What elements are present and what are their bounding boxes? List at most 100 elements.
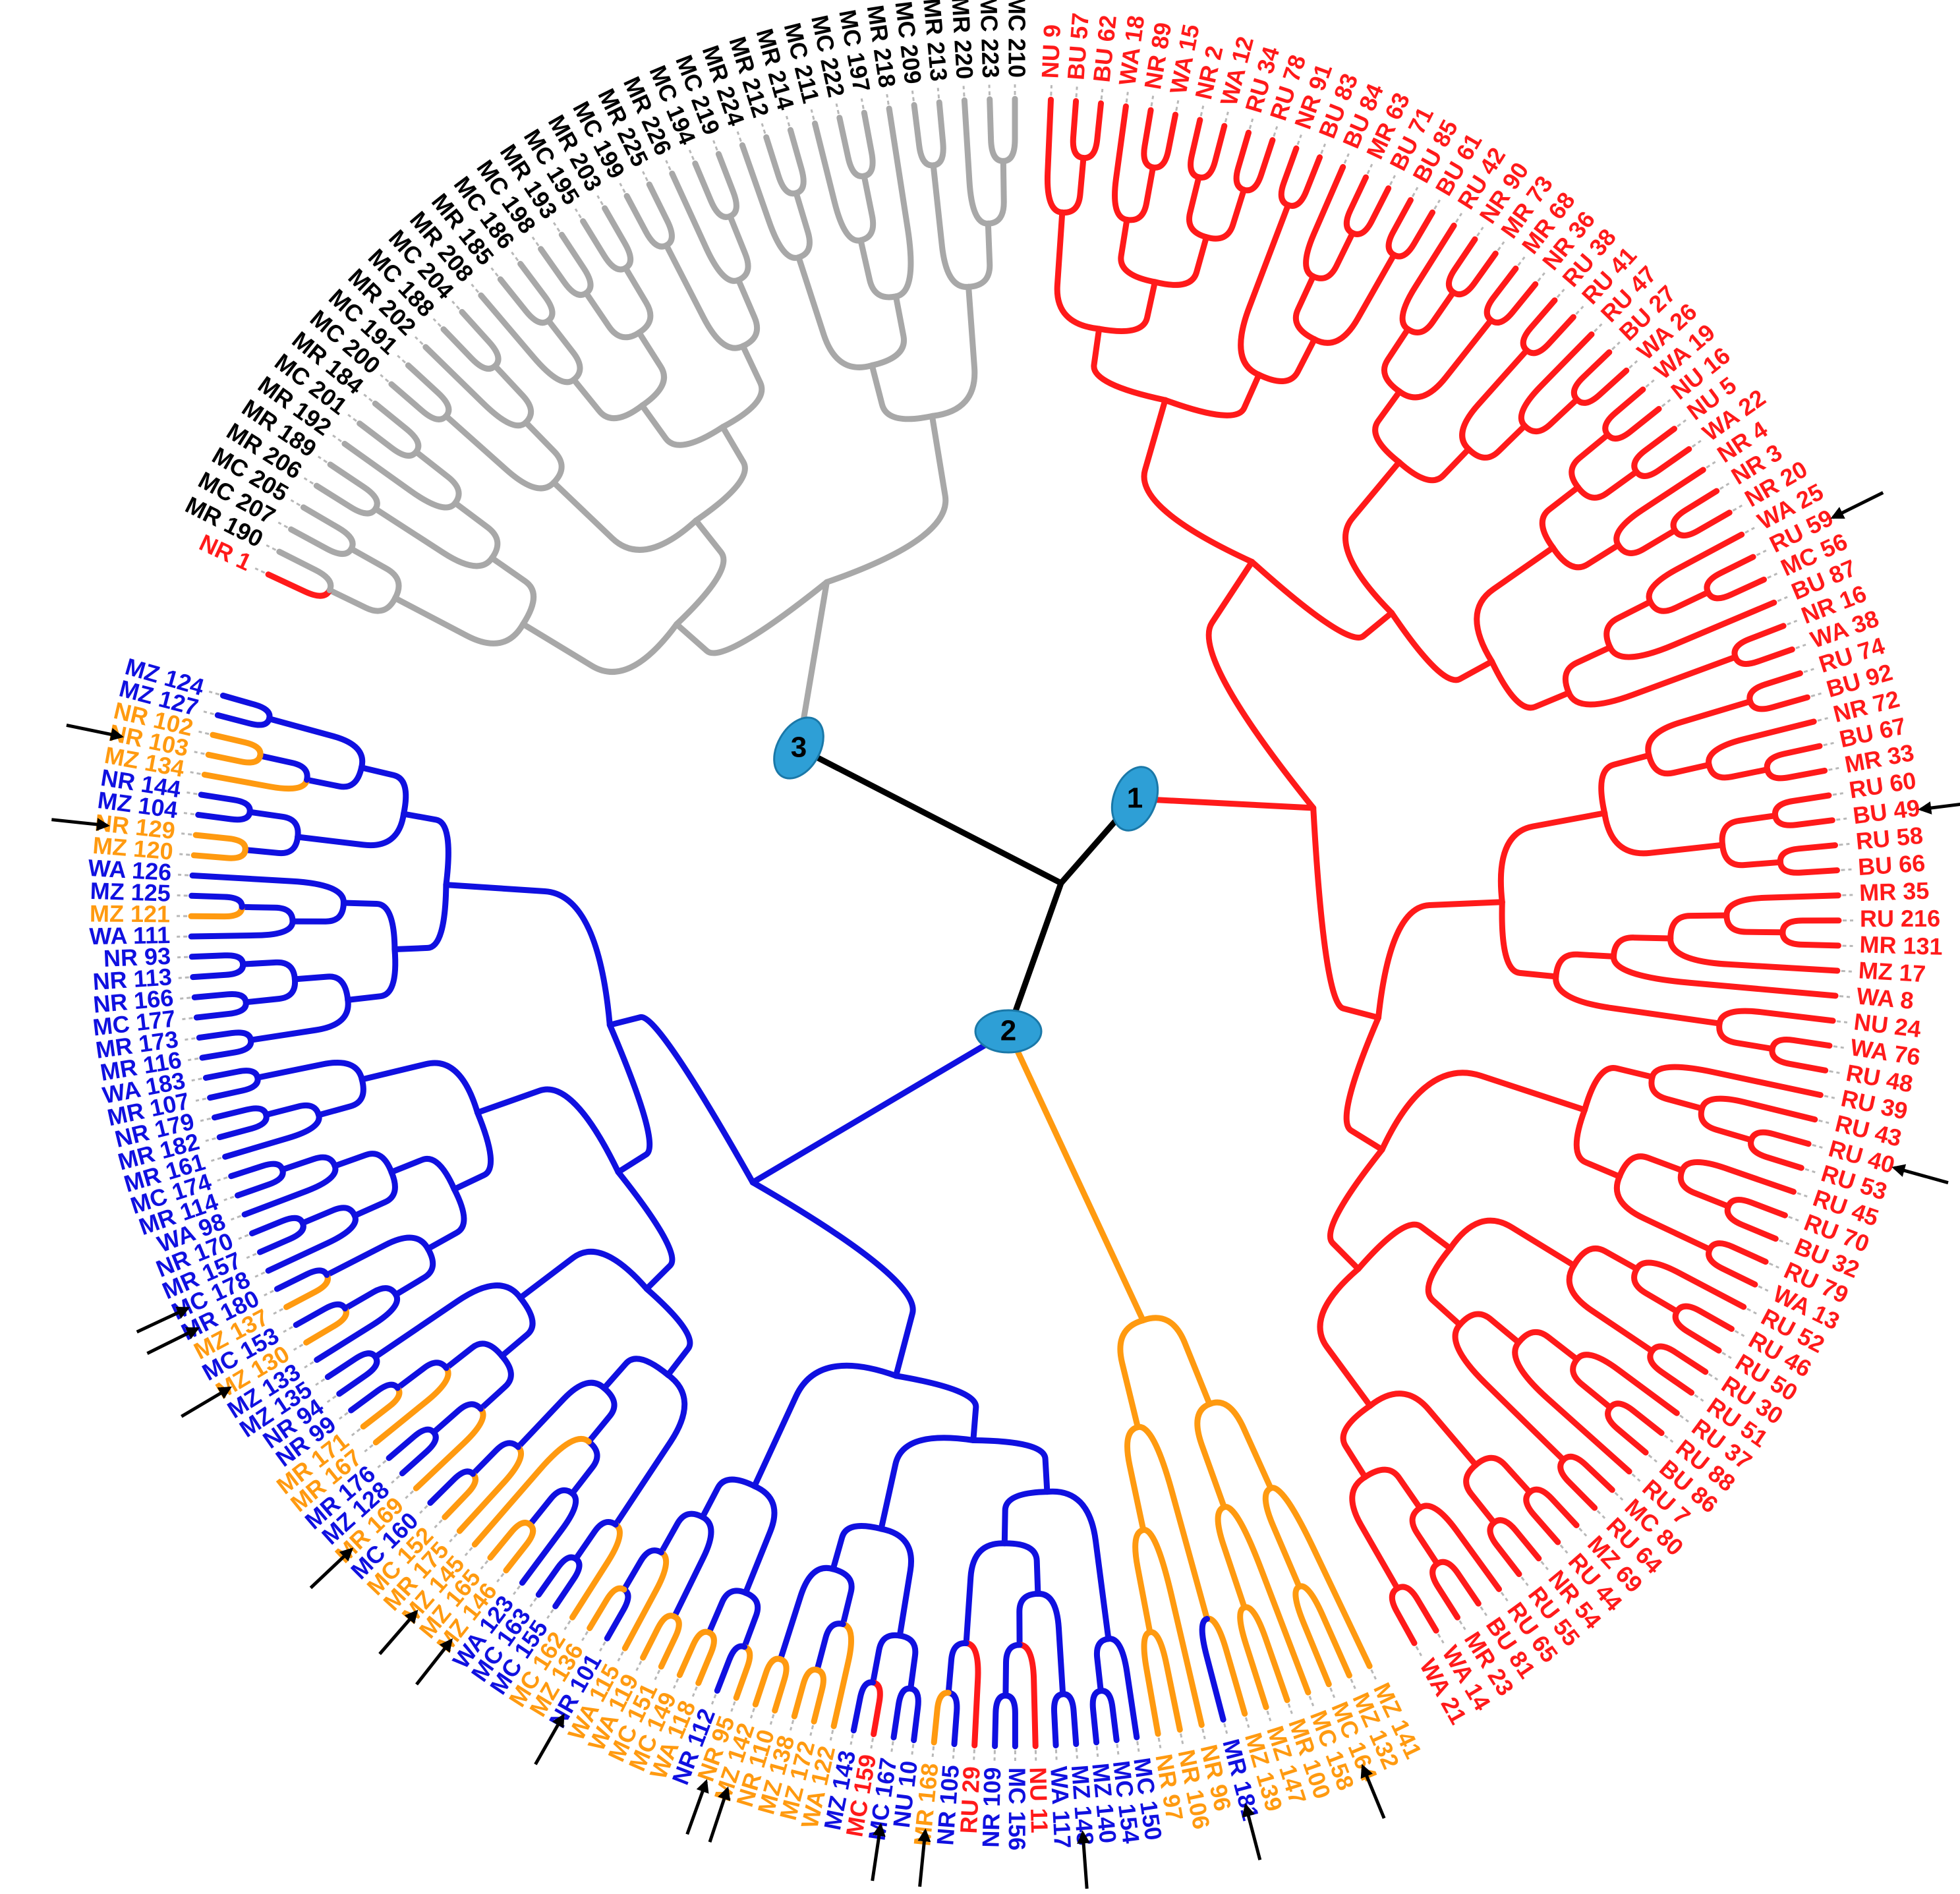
- branch: [658, 1510, 706, 1556]
- branch: [520, 621, 680, 675]
- branch: [266, 716, 366, 771]
- branch: [587, 1585, 627, 1632]
- branch: [741, 1590, 761, 1650]
- branch: [1362, 1466, 1423, 1511]
- branch: [1603, 598, 1654, 650]
- arrow-indicator: [1360, 1764, 1386, 1820]
- branch: [517, 1248, 650, 1301]
- branch: [492, 362, 534, 426]
- branch: [242, 834, 301, 857]
- tip-leader-line: [529, 1597, 538, 1607]
- tip-leader-line: [581, 1630, 589, 1642]
- branch: [585, 1385, 618, 1445]
- tip-label: BU 66: [1857, 849, 1926, 880]
- tip-leader-line: [730, 1701, 736, 1712]
- branch: [1616, 1153, 1685, 1180]
- tip-leader-line: [1661, 399, 1671, 407]
- branch: [1522, 396, 1580, 435]
- tip-leader-line: [238, 1234, 249, 1240]
- branch: [1237, 1604, 1269, 1710]
- tip-leader-line: [1832, 792, 1843, 796]
- branch: [1557, 1456, 1598, 1511]
- branch: [1667, 912, 1730, 942]
- tip-leader-line: [266, 544, 277, 551]
- node-3-label: 3: [791, 732, 807, 764]
- branch: [1196, 123, 1228, 181]
- arrow-indicator: [1918, 801, 1960, 815]
- branch: [1117, 1317, 1146, 1431]
- branch: [735, 277, 761, 349]
- arrow-indicator: [1077, 1830, 1091, 1889]
- branch: [966, 220, 993, 290]
- tip-leader-line: [850, 1734, 854, 1745]
- branch: [196, 1029, 254, 1043]
- tip-leader-line: [1389, 175, 1396, 186]
- branch: [1456, 1311, 1522, 1346]
- branch: [893, 1373, 979, 1443]
- branch: [1515, 1329, 1580, 1363]
- branch: [1199, 1616, 1226, 1723]
- tip-leader-line: [414, 336, 424, 345]
- branch: [739, 142, 802, 261]
- branch: [945, 1690, 960, 1748]
- branch: [1777, 859, 1840, 876]
- branch: [391, 882, 449, 952]
- branch: [1667, 935, 1841, 974]
- tip-leader-line: [1795, 643, 1806, 649]
- branch: [1647, 589, 1712, 614]
- branch: [1633, 446, 1692, 479]
- branch: [1634, 1259, 1747, 1310]
- branch: [327, 461, 380, 512]
- tip-leader-line: [194, 751, 205, 755]
- branch: [777, 1564, 836, 1663]
- branch: [478, 292, 577, 386]
- tip-leader-line: [911, 1744, 915, 1755]
- tip-leader-line: [432, 318, 442, 328]
- branch: [961, 97, 991, 227]
- branch: [443, 1340, 505, 1371]
- branch: [1706, 1246, 1758, 1288]
- branch: [1255, 336, 1317, 385]
- branch: [1060, 1691, 1080, 1747]
- branch: [1582, 1065, 1656, 1113]
- branch: [1747, 694, 1810, 712]
- tip-label: MC 223: [975, 0, 1004, 78]
- tip-leader-line: [829, 1729, 834, 1741]
- tip-leader-line: [688, 150, 695, 161]
- tip-leader-line: [1823, 741, 1834, 747]
- tip-leader-line: [1708, 1373, 1719, 1381]
- branch: [1613, 467, 1706, 548]
- tip-leader-line: [277, 521, 289, 529]
- tip-leader-line: [1631, 1473, 1641, 1482]
- branch: [621, 1547, 664, 1593]
- tip-leader-line: [1520, 1576, 1529, 1586]
- tip-leader-line: [208, 690, 220, 696]
- branch: [475, 1086, 621, 1175]
- tip-leader-line: [1500, 1592, 1509, 1602]
- branch: [870, 1632, 903, 1686]
- branch: [1705, 577, 1767, 602]
- tip-leader-line: [749, 1707, 755, 1719]
- tip-leader-line: [1136, 1740, 1140, 1752]
- branch: [869, 293, 907, 368]
- branch: [646, 181, 675, 248]
- tip-leader-line: [1343, 153, 1350, 164]
- branch: [886, 105, 914, 300]
- branch: [401, 811, 451, 888]
- branch: [896, 1632, 919, 1692]
- branch: [1044, 1488, 1112, 1642]
- branch: [372, 1282, 523, 1360]
- branch: [643, 1286, 693, 1378]
- branch: [963, 1540, 1008, 1646]
- tip-leader-line: [531, 236, 540, 246]
- branch: [359, 764, 409, 817]
- branch: [1150, 111, 1178, 171]
- branch: [1447, 1217, 1577, 1269]
- branch: [1647, 1348, 1694, 1396]
- branch: [192, 832, 248, 853]
- branch: [388, 1156, 457, 1193]
- tip-leader-line: [1125, 92, 1129, 103]
- branch: [1292, 273, 1317, 343]
- branch: [1487, 281, 1539, 326]
